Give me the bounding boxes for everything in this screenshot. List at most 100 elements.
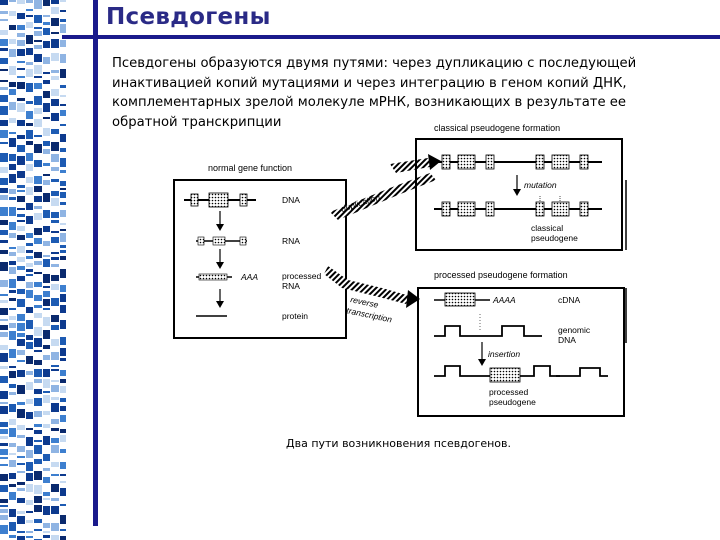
gel-band (43, 330, 50, 339)
gel-band (0, 262, 8, 271)
gel-band (26, 0, 33, 3)
gel-band (26, 290, 33, 298)
gel-band (51, 220, 59, 223)
gel-band (9, 247, 16, 249)
gel-band (17, 196, 25, 202)
decorative-dna-strip (0, 0, 66, 540)
gel-band (43, 149, 50, 154)
panel-classical-frame (415, 138, 623, 251)
gel-band (60, 415, 66, 422)
gel-band (17, 456, 25, 458)
gel-band (17, 61, 25, 63)
gel-band (60, 40, 66, 47)
gel-band (34, 369, 42, 377)
gel-band (17, 68, 25, 70)
gel-band (17, 257, 25, 262)
gel-band (17, 385, 25, 394)
gel-band (26, 382, 33, 390)
gel-band (0, 142, 8, 144)
label-processed-rna-line1: processed (282, 271, 321, 281)
gel-band (60, 210, 66, 217)
gel-band (9, 323, 16, 328)
gel-band (17, 511, 25, 514)
gel-band (0, 376, 8, 383)
gel-band (26, 216, 33, 224)
gel-band (26, 484, 33, 492)
gel-band (0, 178, 8, 185)
gel-band (0, 188, 8, 193)
gel-band (43, 291, 50, 297)
gel-band (0, 308, 8, 315)
gel-band (0, 95, 8, 102)
gel-band (60, 358, 66, 361)
gel-band (51, 154, 59, 162)
gel-band (26, 536, 33, 538)
gel-band (0, 280, 8, 287)
gel-band (34, 160, 42, 167)
gel-band (43, 22, 50, 25)
gel-band (26, 233, 33, 238)
gel-band (34, 31, 42, 36)
gel-band (51, 315, 59, 322)
gel-band (17, 299, 25, 307)
gel-band (60, 192, 66, 198)
gel-band (17, 536, 25, 540)
panel-classical-pseudogene: classical pseudogene formation mutation (415, 123, 627, 251)
gel-band (0, 0, 8, 5)
gel-band (34, 295, 42, 301)
gel-band (26, 48, 33, 55)
gel-band (51, 474, 59, 476)
gel-band (0, 332, 8, 337)
gel-band (43, 57, 50, 64)
gel-band (43, 498, 50, 500)
gel-band (43, 535, 50, 538)
gel-band (60, 449, 66, 453)
gel-bands-pattern (0, 0, 66, 540)
gel-band (0, 153, 8, 162)
gel-band (34, 45, 42, 49)
gel-band (51, 419, 59, 424)
gel-band (17, 488, 25, 491)
gel-band (51, 298, 59, 306)
gel-band (9, 443, 16, 447)
gel-band (0, 406, 8, 414)
gel-band (0, 30, 8, 35)
gel-band (0, 457, 8, 459)
gel-band (34, 430, 42, 434)
gel-band (34, 15, 42, 23)
gel-band (9, 252, 16, 256)
gel-band (43, 395, 50, 403)
gel-band (34, 119, 42, 127)
gel-band (51, 445, 59, 453)
gel-band (26, 243, 33, 246)
gel-band (43, 317, 50, 326)
gel-band (51, 76, 59, 80)
gel-band (51, 237, 59, 243)
gel-band (26, 356, 33, 364)
gel-band (43, 477, 50, 483)
gel-band (26, 269, 33, 272)
gel-band (43, 226, 50, 232)
gel-band (0, 319, 8, 321)
gel-band (43, 355, 50, 360)
gel-band (26, 335, 33, 340)
gel-band (60, 337, 66, 345)
gel-band (34, 505, 42, 512)
left-rule (93, 0, 98, 526)
gel-band (0, 167, 8, 173)
gel-band (0, 130, 8, 138)
gel-band (0, 250, 8, 254)
gel-band (34, 108, 42, 114)
gel-band (9, 82, 16, 87)
gel-band (60, 229, 66, 231)
gel-band (34, 54, 42, 62)
gel-band (17, 350, 25, 355)
gel-band (17, 435, 25, 438)
gel-band (60, 488, 66, 496)
gel-band (0, 366, 8, 369)
gel-band (34, 338, 42, 347)
gel-band (9, 132, 16, 134)
gel-band (60, 110, 66, 116)
gel-band (51, 403, 59, 412)
rna-polya-tail: AAA (240, 272, 258, 282)
